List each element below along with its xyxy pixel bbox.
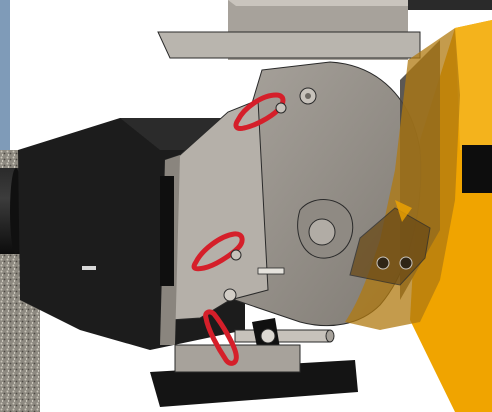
transparent-orange-bracket: [345, 28, 460, 330]
red-clip-middle: [191, 231, 245, 272]
red-clip-lower: [203, 309, 239, 366]
top-right-dark-strip: [360, 0, 492, 10]
red-clip-upper: [233, 92, 287, 131]
sky-strip: [0, 0, 10, 150]
orange-housing-port: [462, 145, 492, 193]
inner-side-plate: [160, 99, 285, 345]
frame-marker: [82, 266, 96, 270]
side-slot: [160, 176, 174, 286]
